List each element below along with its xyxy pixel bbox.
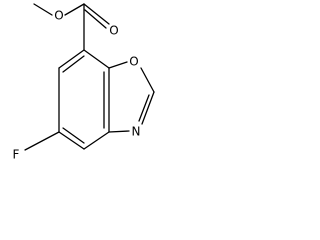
bond-c5-f bbox=[24, 131, 60, 151]
bond-methyl-o bbox=[33, 3, 53, 16]
bond-o1-c2 bbox=[140, 67, 155, 93]
bond-n3-c3a bbox=[108, 130, 130, 133]
bond-c6-c7-inner bbox=[62, 55, 85, 73]
bond-o-carbonylc bbox=[64, 3, 85, 16]
bond-c7a-o1 bbox=[108, 61, 128, 69]
atom-o-methoxy: O bbox=[54, 9, 63, 23]
atom-fluorine: F bbox=[13, 148, 20, 162]
bond-carbonylc-o-double-1 bbox=[83, 3, 110, 25]
atom-n-ring: N bbox=[132, 125, 141, 139]
structure-diagram: O O O N F bbox=[13, 3, 155, 162]
bond-c3a-c4 bbox=[83, 131, 110, 150]
bond-carbonylc-o-double-2 bbox=[84, 9, 107, 29]
bond-c2-n3 bbox=[141, 91, 155, 125]
bond-c2-n3-inner bbox=[138, 94, 150, 122]
atom-o-carbonyl: O bbox=[109, 24, 118, 38]
bond-c4-c5 bbox=[58, 131, 85, 150]
bond-c7-c7a bbox=[83, 49, 110, 69]
bond-c4-c5-inner bbox=[62, 127, 85, 144]
bond-c6-c7 bbox=[58, 49, 85, 69]
atom-o-ring: O bbox=[129, 55, 138, 69]
